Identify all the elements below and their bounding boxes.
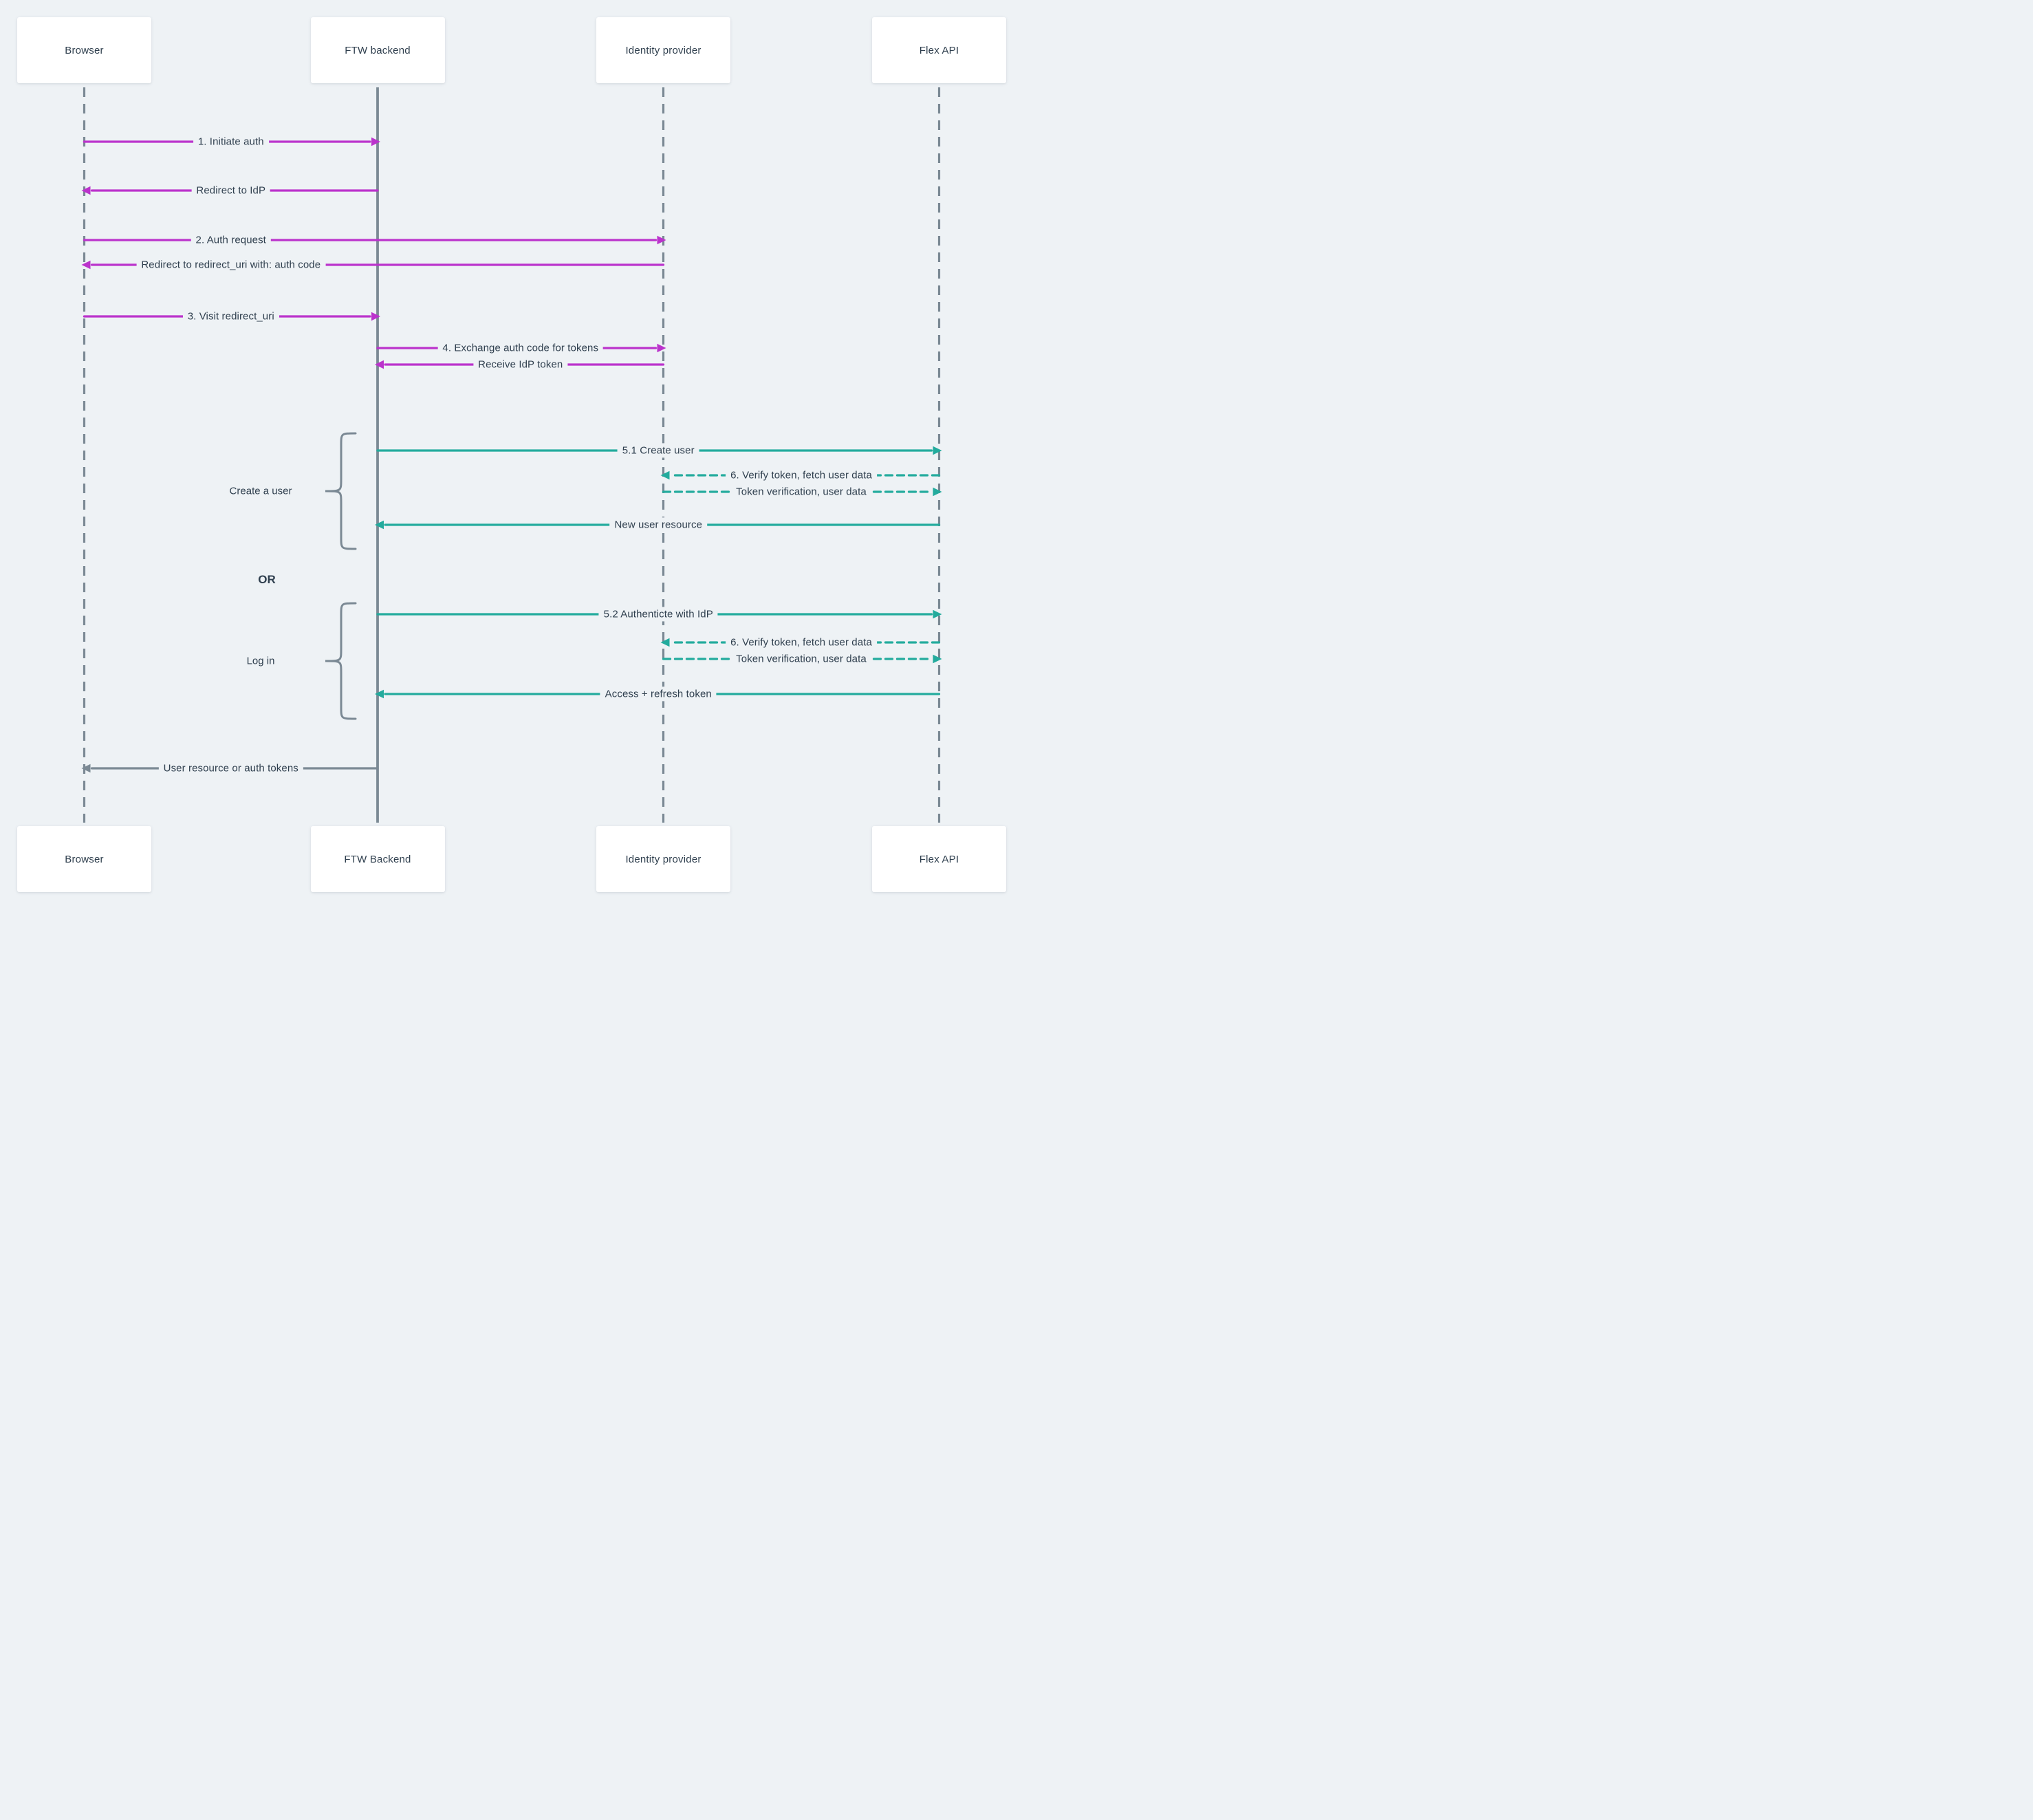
actor-box-bottom-flex: Flex API bbox=[872, 826, 1006, 892]
actor-label: Browser bbox=[65, 44, 104, 56]
message-label: 2. Auth request bbox=[191, 232, 271, 248]
message-arrowhead bbox=[375, 360, 384, 369]
message-arrowhead bbox=[81, 186, 91, 195]
message-arrowhead bbox=[933, 654, 942, 664]
message-label: Token verification, user data bbox=[731, 651, 871, 667]
message-label: Redirect to IdP bbox=[191, 183, 271, 198]
actor-box-bottom-ftw: FTW Backend bbox=[310, 826, 445, 892]
message-arrowhead bbox=[660, 470, 670, 480]
actor-box-bottom-idp: Identity provider bbox=[596, 826, 730, 892]
actor-box-top-ftw: FTW backend bbox=[310, 17, 445, 83]
message-label: 1. Initiate auth bbox=[193, 134, 269, 149]
message-label: 5.1 Create user bbox=[617, 443, 699, 458]
actor-label: Flex API bbox=[919, 44, 959, 56]
message-label: 3. Visit redirect_uri bbox=[182, 309, 279, 324]
message-arrowhead bbox=[933, 609, 942, 619]
actor-label: Browser bbox=[65, 853, 104, 865]
message-arrowhead bbox=[371, 137, 380, 147]
message-arrowhead bbox=[371, 312, 380, 321]
message-arrowhead bbox=[660, 638, 670, 647]
message-label: Receive IdP token bbox=[473, 357, 568, 372]
group-brace bbox=[325, 432, 357, 550]
message-label: User resource or auth tokens bbox=[158, 761, 303, 776]
actor-label: Identity provider bbox=[625, 44, 702, 56]
actor-box-top-idp: Identity provider bbox=[596, 17, 730, 83]
group-label: Create a user bbox=[229, 485, 292, 497]
message-label: New user resource bbox=[609, 517, 708, 532]
actor-box-top-flex: Flex API bbox=[872, 17, 1006, 83]
message-arrowhead bbox=[81, 260, 91, 270]
message-label: 6. Verify token, fetch user data bbox=[726, 635, 877, 650]
actor-box-top-browser: Browser bbox=[17, 17, 151, 83]
message-label: Redirect to redirect_uri with: auth code bbox=[136, 257, 326, 272]
message-label: Token verification, user data bbox=[731, 484, 871, 499]
message-arrowhead bbox=[657, 235, 666, 245]
or-separator-label: OR bbox=[258, 573, 276, 586]
message-arrowhead bbox=[375, 689, 384, 699]
message-arrowhead bbox=[375, 520, 384, 530]
actor-label: Identity provider bbox=[625, 853, 702, 865]
message-label: 4. Exchange auth code for tokens bbox=[437, 340, 604, 356]
message-arrowhead bbox=[933, 487, 942, 497]
message-arrowhead bbox=[657, 343, 666, 353]
message-label: 5.2 Authenticte with IdP bbox=[598, 607, 718, 622]
message-arrowhead bbox=[933, 446, 942, 455]
actor-box-bottom-browser: Browser bbox=[17, 826, 151, 892]
actor-label: FTW backend bbox=[345, 44, 411, 56]
message-label: Access + refresh token bbox=[600, 686, 717, 702]
group-brace bbox=[325, 602, 357, 720]
actor-label: Flex API bbox=[919, 853, 959, 865]
actor-label: FTW Backend bbox=[344, 853, 411, 865]
group-label: Log in bbox=[246, 655, 275, 667]
message-arrowhead bbox=[81, 763, 91, 773]
message-label: 6. Verify token, fetch user data bbox=[726, 468, 877, 483]
